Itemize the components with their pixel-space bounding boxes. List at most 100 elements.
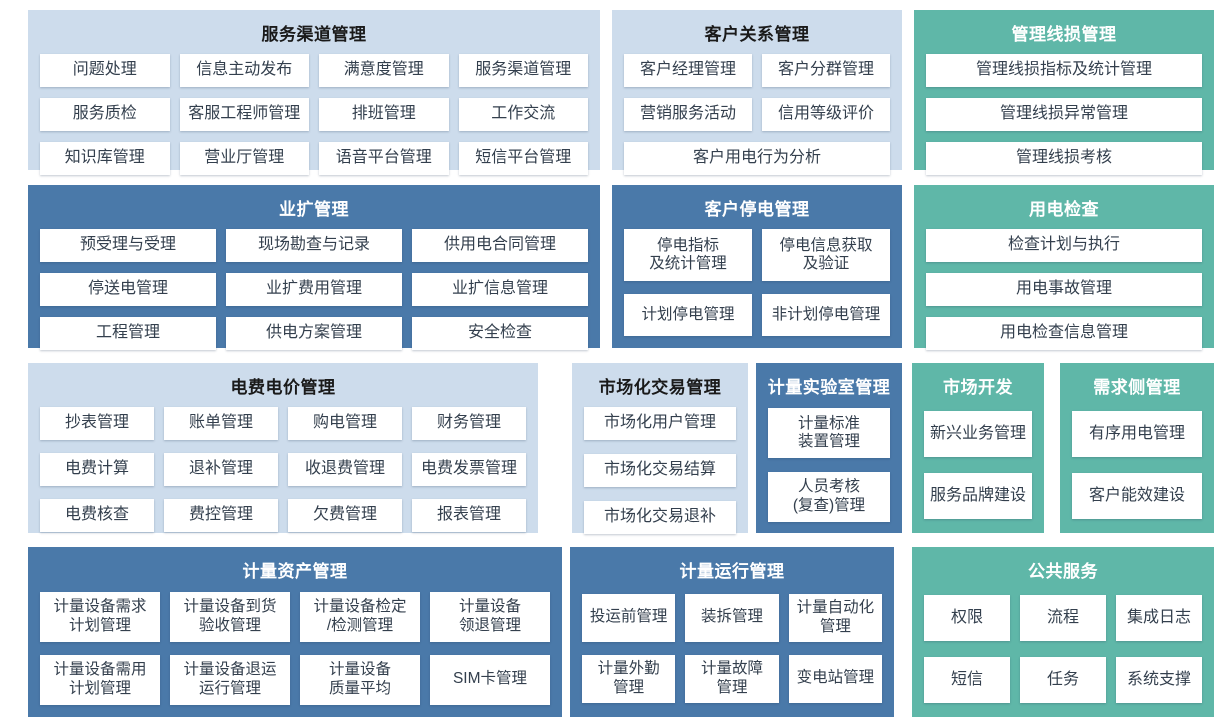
module-row: 用电事故管理 xyxy=(926,273,1202,306)
module-item: 电费发票管理 xyxy=(412,453,526,486)
panel-electricity-inspection: 用电检查 检查计划与执行用电事故管理用电检查信息管理 xyxy=(914,185,1214,350)
module-item: 业扩费用管理 xyxy=(226,273,402,306)
panel-title: 公共服务 xyxy=(1028,562,1098,581)
module-item: 用电事故管理 xyxy=(926,273,1202,306)
module-item: 知识库管理 xyxy=(40,142,170,175)
module-row: 电费计算退补管理收退费管理电费发票管理 xyxy=(40,453,526,486)
module-item: 信用等级评价 xyxy=(762,98,890,131)
panel-body: 投运前管理装拆管理计量自动化 管理计量外勤 管理计量故障 管理变电站管理 xyxy=(570,589,894,717)
module-item: 短信平台管理 xyxy=(458,142,588,175)
module-item: 安全检查 xyxy=(412,317,588,350)
panel-demand-side-management: 需求侧管理 有序用电管理客户能效建设 xyxy=(1060,363,1214,533)
panel-title: 计量资产管理 xyxy=(242,562,348,581)
module-row: 市场化用户管理 xyxy=(584,407,736,440)
panel-body: 停电指标 及统计管理停电信息获取 及验证计划停电管理非计划停电管理 xyxy=(612,227,902,348)
module-row: 人员考核 (复查)管理 xyxy=(768,471,890,522)
panel-title: 市场化交易管理 xyxy=(598,378,722,397)
module-item: 报表管理 xyxy=(412,499,526,532)
module-item: 装拆管理 xyxy=(685,593,779,642)
panel-billing-pricing-management: 电费电价管理 抄表管理账单管理购电管理财务管理电费计算退补管理收退费管理电费发票… xyxy=(28,363,538,533)
module-item: 客户经理管理 xyxy=(624,54,752,87)
module-item: 权限 xyxy=(924,595,1010,641)
module-item: 电费计算 xyxy=(40,453,154,486)
panel-market-trade-management: 市场化交易管理 市场化用户管理市场化交易结算市场化交易退补 xyxy=(572,363,748,534)
panel-business-expansion-management: 业扩管理 预受理与受理现场勘查与记录供用电合同管理停送电管理业扩费用管理业扩信息… xyxy=(28,185,600,350)
module-item: 客户能效建设 xyxy=(1072,473,1202,519)
module-item: 计划停电管理 xyxy=(624,294,752,336)
module-row: 有序用电管理 xyxy=(1072,411,1202,457)
module-item: 账单管理 xyxy=(164,407,278,440)
module-row: 管理线损指标及统计管理 xyxy=(926,54,1202,87)
module-item: 停送电管理 xyxy=(40,273,216,306)
module-row: 停电指标 及统计管理停电信息获取 及验证 xyxy=(624,229,890,281)
module-item: 问题处理 xyxy=(40,54,170,87)
module-item: SIM卡管理 xyxy=(430,654,550,705)
panel-body: 有序用电管理客户能效建设 xyxy=(1060,405,1214,533)
module-item: 计量设备 领退管理 xyxy=(430,591,550,642)
module-row: 计量设备需求 计划管理计量设备到货 验收管理计量设备检定 /检测管理计量设备 领… xyxy=(40,591,550,642)
module-item: 供电方案管理 xyxy=(226,317,402,350)
panel-body: 计量标准 装置管理人员考核 (复查)管理 xyxy=(756,405,902,533)
module-item: 现场勘查与记录 xyxy=(226,229,402,262)
module-row: 检查计划与执行 xyxy=(926,229,1202,262)
module-item: 电费核查 xyxy=(40,499,154,532)
panel-body: 新兴业务管理服务品牌建设 xyxy=(912,405,1044,533)
module-item: 用电检查信息管理 xyxy=(926,317,1202,350)
panel-body: 客户经理管理客户分群管理营销服务活动信用等级评价客户用电行为分析 xyxy=(612,52,902,187)
module-row: 预受理与受理现场勘查与记录供用电合同管理 xyxy=(40,229,588,262)
module-item: 系统支撑 xyxy=(1116,657,1202,703)
module-item: 供用电合同管理 xyxy=(412,229,588,262)
panel-body: 问题处理信息主动发布满意度管理服务渠道管理服务质检客服工程师管理排班管理工作交流… xyxy=(28,52,600,187)
module-item: 检查计划与执行 xyxy=(926,229,1202,262)
module-item: 计量设备到货 验收管理 xyxy=(170,591,290,642)
module-row: 客户能效建设 xyxy=(1072,473,1202,519)
module-item: 欠费管理 xyxy=(288,499,402,532)
module-row: 短信任务系统支撑 xyxy=(924,657,1202,703)
module-row: 权限流程集成日志 xyxy=(924,595,1202,641)
module-item: 客户用电行为分析 xyxy=(624,142,890,175)
module-item: 计量设备检定 /检测管理 xyxy=(300,591,420,642)
panel-customer-relation-management: 客户关系管理 客户经理管理客户分群管理营销服务活动信用等级评价客户用电行为分析 xyxy=(612,10,902,175)
module-item: 业扩信息管理 xyxy=(412,273,588,306)
module-row: 计量外勤 管理计量故障 管理变电站管理 xyxy=(582,654,882,703)
module-item: 工程管理 xyxy=(40,317,216,350)
module-item: 集成日志 xyxy=(1116,595,1202,641)
module-item: 排班管理 xyxy=(319,98,449,131)
module-item: 营销服务活动 xyxy=(624,98,752,131)
panel-title: 计量运行管理 xyxy=(679,562,785,581)
module-item: 市场化交易退补 xyxy=(584,501,736,534)
module-item: 变电站管理 xyxy=(788,654,882,703)
module-item: 计量故障 管理 xyxy=(685,654,779,703)
module-row: 抄表管理账单管理购电管理财务管理 xyxy=(40,407,526,440)
module-item: 市场化用户管理 xyxy=(584,407,736,440)
panel-customer-outage-management: 客户停电管理 停电指标 及统计管理停电信息获取 及验证计划停电管理非计划停电管理 xyxy=(612,185,902,348)
module-item: 停电指标 及统计管理 xyxy=(624,229,752,281)
module-item: 营业厅管理 xyxy=(179,142,309,175)
module-item: 计量自动化 管理 xyxy=(788,593,882,642)
module-item: 计量标准 装置管理 xyxy=(768,408,890,459)
panel-line-loss-management: 管理线损管理 管理线损指标及统计管理管理线损异常管理管理线损考核 xyxy=(914,10,1214,175)
module-item: 计量设备退运 运行管理 xyxy=(170,654,290,705)
panel-title: 管理线损管理 xyxy=(1011,25,1117,44)
module-row: 计量标准 装置管理 xyxy=(768,408,890,459)
module-item: 退补管理 xyxy=(164,453,278,486)
panel-service-channel-management: 服务渠道管理 问题处理信息主动发布满意度管理服务渠道管理服务质检客服工程师管理排… xyxy=(28,10,600,175)
module-row: 知识库管理营业厅管理语音平台管理短信平台管理 xyxy=(40,142,588,175)
panel-body: 计量设备需求 计划管理计量设备到货 验收管理计量设备检定 /检测管理计量设备 领… xyxy=(28,589,562,717)
module-item: 新兴业务管理 xyxy=(924,411,1032,457)
panel-metering-asset-management: 计量资产管理 计量设备需求 计划管理计量设备到货 验收管理计量设备检定 /检测管… xyxy=(28,547,562,717)
panel-title: 业扩管理 xyxy=(279,200,349,219)
module-item: 投运前管理 xyxy=(582,593,676,642)
panel-title: 用电检查 xyxy=(1029,200,1099,219)
module-item: 短信 xyxy=(924,657,1010,703)
module-item: 人员考核 (复查)管理 xyxy=(768,471,890,522)
panel-title: 客户停电管理 xyxy=(704,200,810,219)
module-item: 有序用电管理 xyxy=(1072,411,1202,457)
module-row: 工程管理供电方案管理安全检查 xyxy=(40,317,588,350)
module-item: 客户分群管理 xyxy=(762,54,890,87)
panel-title: 需求侧管理 xyxy=(1093,378,1181,397)
module-row: 计划停电管理非计划停电管理 xyxy=(624,294,890,336)
module-item: 计量设备需用 计划管理 xyxy=(40,654,160,705)
